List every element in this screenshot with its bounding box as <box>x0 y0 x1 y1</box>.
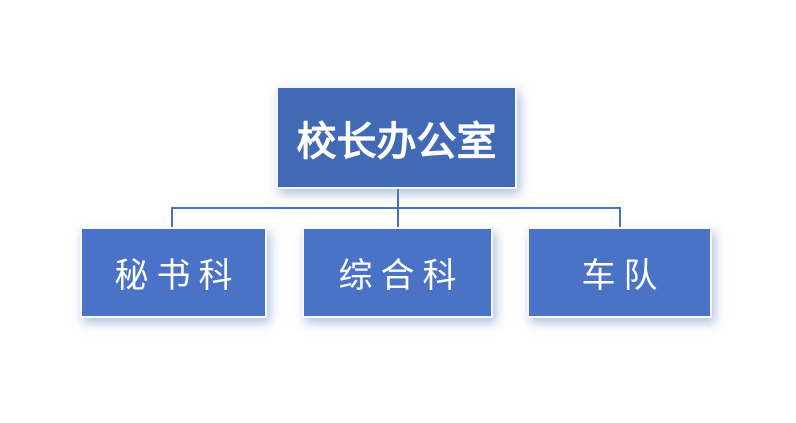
connector-drop-secretary-section <box>171 207 173 227</box>
connector-drop-general-section <box>397 207 399 227</box>
connector-drop-fleet <box>619 207 621 227</box>
org-node-secretary-section: 秘书科 <box>80 227 267 318</box>
org-node-general-section: 综合科 <box>302 227 493 318</box>
org-node-label: 综合科 <box>338 258 465 295</box>
org-node-label: 校长办公室 <box>296 119 497 164</box>
org-node-label: 车队 <box>581 258 666 295</box>
org-node-principal-office: 校长办公室 <box>276 86 517 189</box>
connector-horizontal-rail <box>171 207 620 209</box>
org-node-label: 秘书科 <box>114 258 241 295</box>
connector-root-stem <box>397 189 399 208</box>
org-node-fleet: 车队 <box>527 227 712 318</box>
